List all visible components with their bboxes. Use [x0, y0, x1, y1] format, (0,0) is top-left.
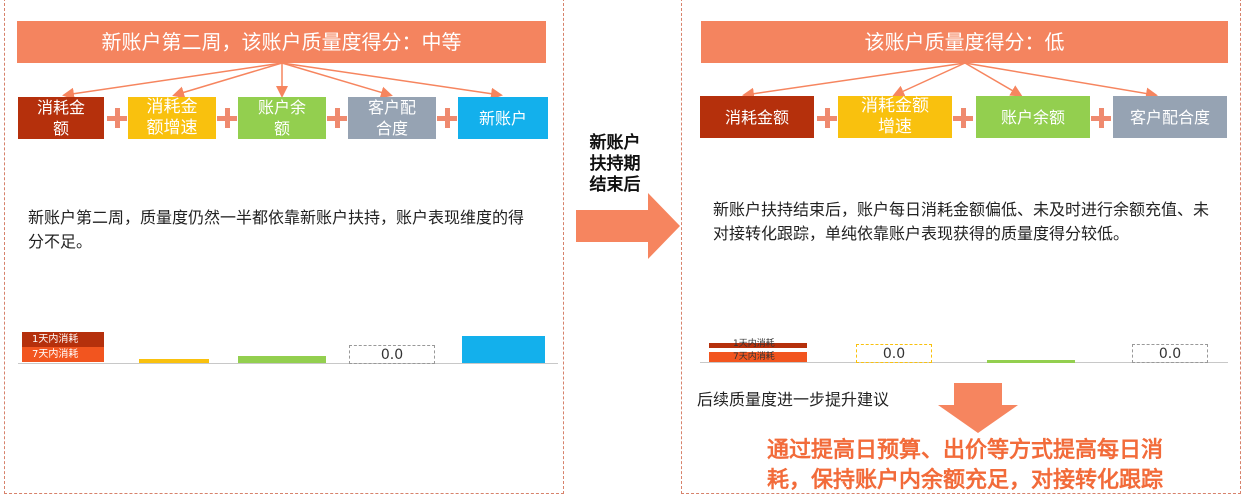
right-chart-baseline [700, 362, 1228, 363]
right-factor-balance: 账户余额 [976, 96, 1090, 138]
transition-arrow-icon [576, 193, 680, 259]
right-title: 该账户质量度得分：低 [701, 21, 1228, 63]
suggestion-heading: 后续质量度进一步提升建议 [697, 390, 890, 409]
left-title: 新账户第二周，该账户质量度得分：中等 [17, 21, 546, 63]
final-suggestion: 通过提高日预算、出价等方式提高每日消 耗，保持账户内余额充足，对接转化跟踪 [766, 438, 1163, 493]
right-mini-bar-1day: 1天内消耗 [709, 340, 807, 349]
transition-label: 新账户 扶持期 结束后 [589, 133, 641, 195]
left-chart-baseline [18, 363, 558, 364]
left-panel [4, 0, 564, 494]
plus-icon [437, 108, 457, 128]
left-factor-spend: 消耗金额 [18, 97, 104, 139]
right-bar-balance [987, 360, 1075, 363]
left-factor-cooperation: 客户配合度 [348, 97, 436, 139]
right-factor-spend-growth: 消耗金额增速 [838, 96, 952, 138]
left-factor-spend-growth: 消耗金额增速 [128, 97, 216, 139]
plus-icon [217, 108, 237, 128]
left-description: 新账户第二周，质量度仍然一半都依靠新账户扶持，账户表现维度的得分不足。 [28, 208, 525, 251]
left-bar-balance [238, 356, 326, 363]
down-arrow-icon [938, 383, 1018, 433]
plus-icon [107, 108, 127, 128]
right-spend-growth-value: 0.0 [856, 344, 932, 363]
right-description: 新账户扶持结束后，账户每日消耗金额偏低、未及时进行余额充值、未对接转化跟踪，单纯… [713, 200, 1210, 243]
left-mini-bar-1day: 1天内消耗 [22, 332, 104, 347]
left-bar-new-account [462, 336, 545, 363]
left-bar-spend-growth [139, 359, 209, 363]
right-cooperation-value: 0.0 [1132, 344, 1208, 363]
left-mini-bar-7day: 7天内消耗 [22, 347, 104, 362]
plus-icon [1091, 108, 1111, 128]
right-mini-bar-7day: 7天内消耗 [709, 352, 807, 362]
plus-icon [817, 108, 837, 128]
left-factor-new-account: 新账户 [458, 97, 548, 139]
right-panel [681, 0, 1241, 494]
plus-icon [327, 108, 347, 128]
left-factor-balance: 账户余额 [238, 97, 326, 139]
right-factor-spend: 消耗金额 [700, 96, 814, 138]
left-connector-arrows [62, 62, 503, 100]
left-cooperation-value: 0.0 [349, 345, 435, 364]
right-factor-cooperation: 客户配合度 [1113, 96, 1227, 138]
plus-icon [953, 108, 973, 128]
right-connector-arrows [742, 62, 1158, 100]
